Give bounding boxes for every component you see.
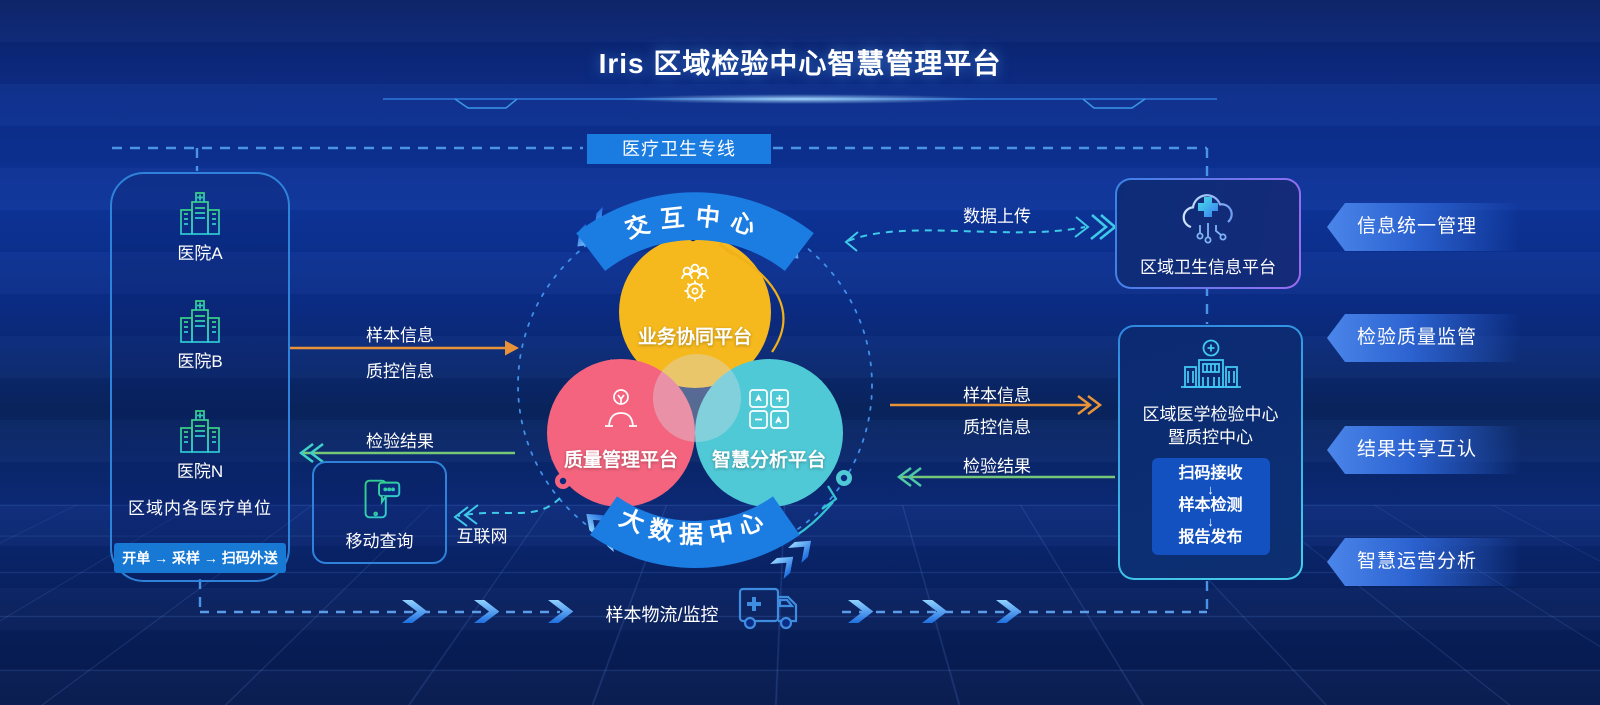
lab-step: 扫码接收 <box>1178 465 1243 482</box>
feature-tag: 结果共享互认 <box>1327 426 1525 474</box>
bottom-banner-text: 大数据中心 <box>615 504 766 548</box>
hospital-item: 医院A <box>176 190 224 264</box>
dashed-curves <box>453 214 1118 527</box>
mobile-query-box: 移动查询 <box>312 461 447 564</box>
phone-chat-icon <box>364 479 400 519</box>
hospital-item: 医院B <box>176 298 224 372</box>
lab-step: 样本检测 <box>1178 496 1243 514</box>
svg-text:交互中心: 交互中心 <box>622 203 768 244</box>
flow-label-qc-left: 质控信息 <box>366 362 434 381</box>
puzzle-analysis-icon <box>749 389 789 429</box>
flow-label-upload: 数据上传 <box>963 207 1031 226</box>
panel-caption: 区域内各医疗单位 <box>128 499 272 518</box>
people-gear-icon <box>681 263 709 302</box>
health-cloud-icon <box>1182 194 1233 244</box>
hospital-building-icon <box>178 300 222 343</box>
lab-center-title-line2: 暨质控中心 <box>1168 428 1253 447</box>
svg-text:大数据中心: 大数据中心 <box>615 504 774 548</box>
flow-label-qc-right: 质控信息 <box>963 418 1031 437</box>
lab-step: 报告发布 <box>1178 528 1243 546</box>
health-info-platform-label: 区域卫生信息平台 <box>1140 258 1276 277</box>
hospital-item: 医院N <box>176 408 224 482</box>
feature-tag: 智慧运营分析 <box>1327 538 1525 586</box>
lab-center-title-line1: 区域医学检验中心 <box>1142 405 1279 424</box>
flow-label-sample-left: 样本信息 <box>366 326 434 345</box>
top-banner-text: 交互中心 <box>622 203 758 244</box>
header-deco-line <box>383 94 1217 109</box>
platform-arc-arrows <box>551 233 838 555</box>
platform-label-collaboration: 业务协同平台 <box>637 327 752 348</box>
medical-line-label: 医疗卫生专线 <box>587 134 771 164</box>
process-flow-bar: 开单 → 采样 → 扫码外送 <box>114 543 286 573</box>
down-arrow-icon: ↓ <box>1207 481 1214 497</box>
hospital-building-icon <box>178 192 222 235</box>
lab-steps-box: 扫码接收 ↓ 样本检测 ↓ 报告发布 <box>1151 458 1270 555</box>
hospitals-panel: 医院A 医院B 医院N 区域内各医疗单位 开单 → 采样 → 扫码外送 <box>110 172 290 582</box>
feature-tag: 信息统一管理 <box>1327 203 1525 251</box>
platform-label-analysis: 智慧分析平台 <box>711 450 826 471</box>
down-arrow-icon: ↓ <box>1207 513 1214 529</box>
lab-center-box: 区域医学检验中心 暨质控中心 扫码接收 ↓ 样本检测 ↓ 报告发布 <box>1118 325 1303 580</box>
platform-label-quality: 质量管理平台 <box>563 450 678 471</box>
idea-person-icon <box>605 389 637 427</box>
flow-label-result-right: 检验结果 <box>963 457 1031 476</box>
hospital-building-icon <box>178 410 222 453</box>
flow-label-sample-right: 样本信息 <box>963 386 1031 405</box>
mobile-query-label: 移动查询 <box>345 532 414 551</box>
hub-dashed-ring <box>517 207 873 563</box>
sample-logistics-truck-icon <box>738 587 798 630</box>
hospital-label: 医院B <box>177 352 223 371</box>
flow-label-result-left: 检验结果 <box>366 432 434 451</box>
health-info-platform-box: 区域卫生信息平台 <box>1115 178 1301 289</box>
ring-chevrons <box>570 206 818 579</box>
hub-banners: 交互中心 大数据中心 <box>576 192 814 568</box>
hospital-label: 医院A <box>177 244 223 263</box>
hospital-label: 医院N <box>176 462 224 481</box>
feature-tag: 检验质量监管 <box>1327 314 1525 362</box>
flow-label-internet: 互联网 <box>456 527 508 546</box>
lab-center-building-icon <box>1180 339 1241 388</box>
flow-label-logistics: 样本物流/监控 <box>605 605 719 625</box>
page-title: Iris 区域检验中心智慧管理平台 <box>598 48 1002 79</box>
